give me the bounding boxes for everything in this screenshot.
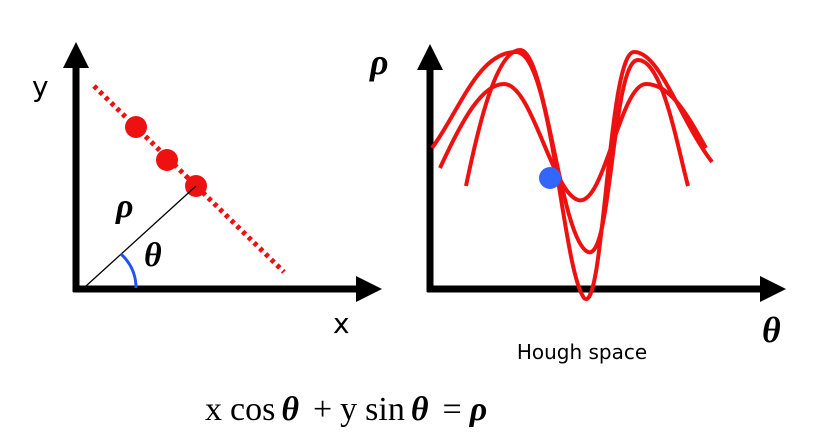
hough-space-panel: ρ θ Hough space	[369, 42, 786, 364]
right-x-axis-label: θ	[762, 310, 781, 350]
right-y-axis-label: ρ	[369, 42, 389, 82]
left-y-axis-label: y	[32, 70, 49, 103]
eq-plus: +	[313, 391, 332, 428]
eq-x: x	[205, 391, 222, 428]
eq-y: y	[340, 391, 357, 428]
normal-rho-line	[85, 185, 197, 287]
image-space-panel: y x ρ θ	[32, 42, 382, 340]
eq-rho: ρ	[469, 391, 488, 428]
sinusoid-curve	[438, 81, 708, 203]
right-y-axis-arrowhead	[417, 44, 443, 70]
right-x-axis-arrowhead	[760, 276, 786, 302]
theta-symbol: θ	[144, 237, 162, 274]
eq-equals: =	[443, 391, 462, 428]
line-point	[125, 116, 147, 138]
left-x-axis-label: x	[333, 307, 350, 340]
intersection-point	[539, 167, 561, 189]
sinusoid-curve	[430, 49, 714, 301]
eq-theta-2: θ	[411, 391, 429, 428]
eq-theta-1: θ	[281, 391, 299, 428]
rho-symbol: ρ	[115, 188, 134, 225]
eq-cos: cos	[230, 391, 275, 428]
theta-angle-arc	[119, 252, 138, 289]
eq-sin: sin	[365, 391, 405, 428]
line-point	[156, 149, 178, 171]
left-x-axis-arrowhead	[356, 276, 382, 302]
left-y-axis-arrowhead	[63, 42, 89, 68]
sinusoid-curve	[464, 47, 690, 255]
hough-space-caption: Hough space	[517, 340, 647, 364]
